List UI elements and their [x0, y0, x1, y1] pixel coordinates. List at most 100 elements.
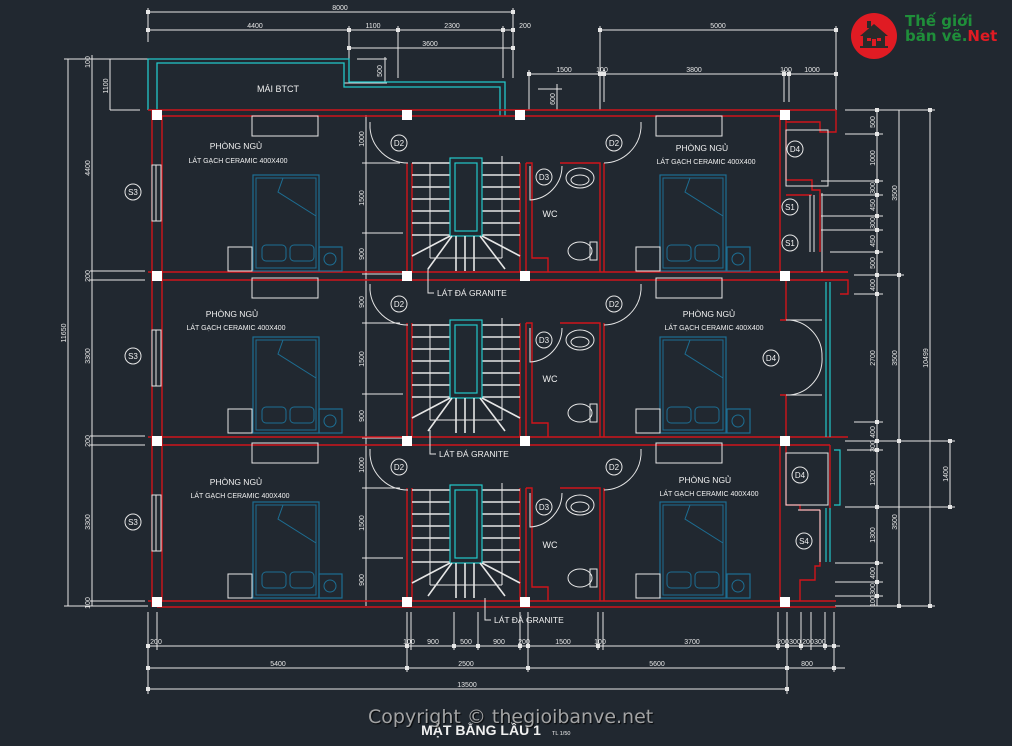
- door-tag-d2: D2: [609, 463, 620, 472]
- room-floor: LÁT GẠCH CERAMIC 400X400: [659, 489, 758, 498]
- door-tag-d3: D3: [539, 173, 550, 182]
- door-swing-d2: [369, 449, 409, 491]
- dim-text: 300: [870, 217, 877, 229]
- stair-winder: [479, 235, 506, 270]
- stair-well: [449, 484, 483, 564]
- dim-text: 100: [780, 67, 792, 74]
- dim-text: 100: [870, 595, 877, 607]
- dim-text: 900: [359, 410, 366, 422]
- stair-well-inner: [454, 162, 478, 232]
- roof-label: MÁI BTCT: [257, 84, 300, 94]
- door-tag-d2: D2: [609, 300, 620, 309]
- pillow: [261, 571, 287, 589]
- dim-text: 450: [870, 235, 877, 247]
- bed-sheet: [684, 339, 724, 379]
- stair-winder: [411, 562, 451, 584]
- dim-text: 100: [403, 639, 415, 646]
- dim-text: 1000: [804, 67, 820, 74]
- nightstand: [227, 573, 253, 599]
- wardrobe: [655, 442, 723, 464]
- bed: [659, 174, 727, 272]
- bed-sheet: [684, 177, 724, 217]
- lamp-icon: [323, 579, 337, 593]
- pillow: [261, 244, 287, 262]
- nightstand: [635, 246, 661, 272]
- bed-frame: [255, 177, 317, 269]
- toilet: [567, 403, 593, 423]
- dim-text: 900: [359, 248, 366, 260]
- window-tag-s1: S1: [785, 239, 795, 248]
- door-swing-d2: [603, 122, 642, 164]
- bed: [659, 501, 727, 599]
- room-name: PHÒNG NGỦ: [206, 308, 258, 319]
- dim-text: 300: [870, 182, 877, 194]
- logo-line-1: Thế giới: [905, 12, 973, 30]
- room-floor: LÁT GẠCH CERAMIC 400X400: [188, 156, 287, 165]
- dim-text: 2500: [458, 661, 474, 668]
- wc-door-swing: [529, 165, 563, 201]
- dim-text: 1500: [359, 515, 366, 531]
- door-swing-d2: [369, 284, 409, 326]
- window-tag-s4: S4: [799, 537, 809, 546]
- window-tag-s3: S3: [128, 518, 138, 527]
- toilet: [567, 568, 593, 588]
- room-name: PHÒNG NGỦ: [676, 142, 728, 153]
- pillow: [666, 406, 692, 424]
- dim-text: 1000: [359, 457, 366, 473]
- dim-text: 3500: [892, 514, 899, 530]
- door-swing-d2: [603, 449, 642, 491]
- nightstand: [227, 408, 253, 434]
- door-tag-d4: D4: [790, 145, 801, 154]
- wardrobe: [251, 277, 319, 299]
- units: [227, 115, 751, 599]
- dim-text: 1300: [870, 527, 877, 543]
- dim-text: 400: [870, 426, 877, 438]
- dim-text: 500: [377, 65, 384, 77]
- stair-winder: [481, 235, 521, 257]
- corridor-floor-label: LÁT ĐÁ GRANITE: [437, 288, 507, 298]
- dim-text: 1500: [555, 639, 571, 646]
- columns: [152, 110, 790, 607]
- dim-text: 2300: [444, 23, 460, 30]
- stair-winder: [479, 397, 506, 432]
- window-tag-s3: S3: [128, 188, 138, 197]
- stair-winder: [427, 397, 453, 432]
- logo-text: Thế giới bản vẽ.Net: [905, 14, 997, 44]
- window-tag-s3: S3: [128, 352, 138, 361]
- lamp-icon: [731, 414, 745, 428]
- bed-frame: [662, 504, 724, 596]
- dim-text: 5000: [710, 23, 726, 30]
- tag-circles: [124, 134, 813, 550]
- dim-text: 200: [518, 639, 530, 646]
- nightstand: [635, 573, 661, 599]
- lamp-table: [318, 573, 343, 599]
- window-tag-s1: S1: [785, 203, 795, 212]
- lamp-table: [318, 246, 343, 272]
- door-swing-d2: [369, 122, 409, 164]
- dim-text: 8000: [332, 5, 348, 12]
- room-floor: LÁT GẠCH CERAMIC 400X400: [190, 491, 289, 500]
- dim-text: 200: [777, 639, 789, 646]
- dim-text: 1100: [103, 78, 110, 93]
- room-floor: LÁT GẠCH CERAMIC 400X400: [664, 323, 763, 332]
- dim-text: 13500: [457, 682, 477, 689]
- drawing-title: MẶT BẰNG LẦU 1: [421, 721, 541, 738]
- dim-text: 200: [519, 23, 531, 30]
- dim-text: 200: [802, 639, 814, 646]
- pillow: [289, 406, 315, 424]
- pillow: [694, 244, 720, 262]
- dimension-ticks: [146, 10, 952, 691]
- dim-text: 4400: [247, 23, 263, 30]
- dim-text: 1500: [359, 190, 366, 206]
- stair-winder: [411, 235, 451, 257]
- copyright-watermark: Copyright © thegioibanve.net: [368, 706, 654, 728]
- stair-winder: [427, 235, 453, 270]
- wc-label: WC: [543, 540, 558, 550]
- lamp-icon: [323, 252, 337, 266]
- sink: [565, 167, 595, 189]
- dim-text: 1100: [365, 23, 380, 30]
- door-tag-d3: D3: [539, 503, 550, 512]
- nightstand: [227, 246, 253, 272]
- dim-text: 100: [85, 597, 92, 609]
